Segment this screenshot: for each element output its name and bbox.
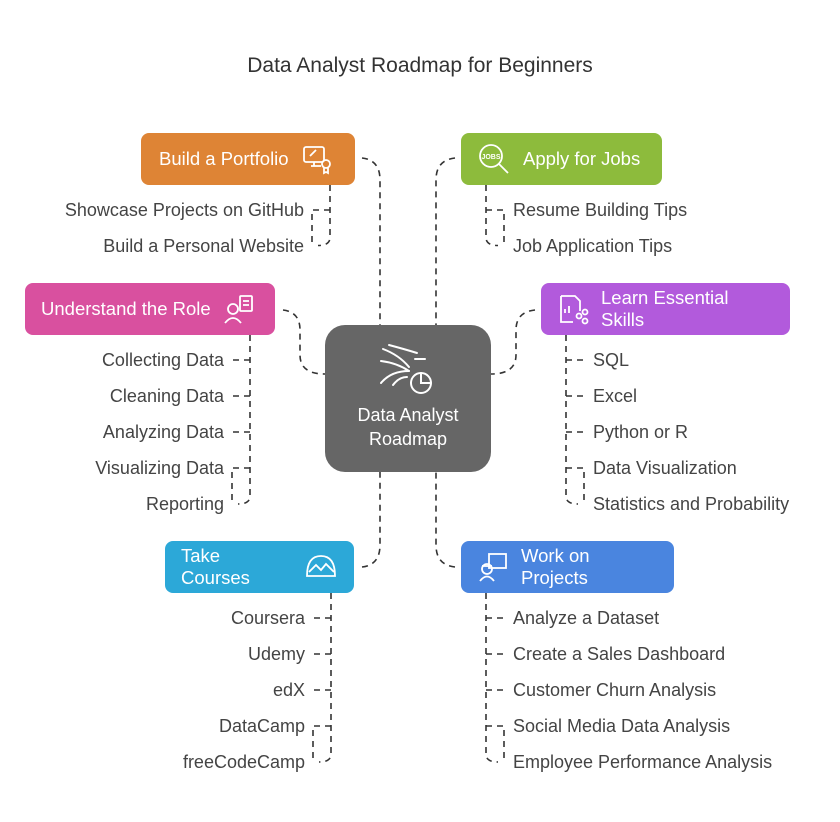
- sub-item-courses: Udemy: [247, 644, 305, 664]
- branch-take-courses: Take Courses: [165, 541, 354, 593]
- connector-projects: [435, 472, 456, 568]
- center-title-line2: Roadmap: [368, 429, 448, 449]
- branch-label: Take Courses: [181, 545, 250, 588]
- branch-label: Understand the Role: [41, 298, 211, 319]
- sub-item-skills: Data Visualization: [593, 458, 737, 478]
- svg-text:JOBS: JOBS: [481, 154, 500, 161]
- diagram-title: Data Analyst Roadmap for Beginners: [247, 54, 593, 77]
- center-title-line1: Data Analyst: [357, 405, 459, 425]
- sub-item-projects: Analyze a Dataset: [513, 608, 660, 628]
- sub-item-skills: Excel: [593, 386, 638, 406]
- sub-item-courses: edX: [272, 680, 305, 700]
- branch-label: Apply for Jobs: [523, 148, 641, 169]
- sub-connector-projects: [485, 593, 505, 763]
- center-node: Data Analyst Roadmap: [325, 325, 491, 472]
- certificate-monitor-icon: [302, 146, 331, 175]
- person-clipboard-icon: [224, 295, 253, 324]
- sub-item-role: Visualizing Data: [95, 458, 224, 478]
- worker-blueprint-icon: [479, 553, 507, 582]
- branch-build-portfolio: Build a Portfolio: [141, 133, 355, 185]
- sub-connector-jobs: [485, 185, 505, 247]
- branch-work-projects: Work on Projects: [461, 541, 674, 593]
- sub-connector-role: [231, 335, 251, 505]
- sub-item-role: Collecting Data: [101, 350, 224, 370]
- branch-apply-jobs: JOBS Apply for Jobs: [461, 133, 662, 185]
- sub-item-projects: Employee Performance Analysis: [513, 752, 773, 772]
- sub-connector-portfolio: [311, 185, 331, 247]
- jobs-search-icon: JOBS: [479, 144, 509, 174]
- data-flow-pie-icon: [380, 344, 432, 394]
- sub-connector-courses: [312, 593, 332, 763]
- branch-understand-role: Understand the Role: [25, 283, 275, 335]
- sub-item-portfolio: Build a Personal Website: [103, 235, 304, 256]
- sub-item-jobs: Job Application Tips: [513, 235, 673, 256]
- chart-document-network-icon: [560, 295, 589, 325]
- sub-item-projects: Create a Sales Dashboard: [513, 644, 726, 664]
- branch-label: Build a Portfolio: [159, 148, 289, 169]
- sub-item-projects: Customer Churn Analysis: [513, 680, 717, 700]
- connector-skills: [490, 309, 536, 375]
- sub-item-courses: freeCodeCamp: [182, 752, 305, 772]
- sub-item-skills: Python or R: [593, 422, 689, 442]
- sub-item-skills: Statistics and Probability: [593, 494, 790, 514]
- connector-jobs: [435, 157, 456, 325]
- sub-item-projects: Social Media Data Analysis: [513, 716, 731, 736]
- sub-item-skills: SQL: [593, 350, 630, 370]
- connector-courses: [361, 472, 381, 568]
- sub-item-role: Reporting: [145, 494, 224, 514]
- sub-item-role: Analyzing Data: [102, 422, 224, 442]
- branch-label: Learn Essential Skills: [601, 287, 729, 330]
- branch-learn-skills: Learn Essential Skills: [541, 283, 790, 335]
- branch-label: Work on Projects: [521, 545, 590, 588]
- sub-item-courses: Coursera: [230, 608, 305, 628]
- connector-portfolio: [361, 157, 381, 325]
- sub-item-portfolio: Showcase Projects on GitHub: [64, 200, 304, 220]
- mountains-icon: [306, 555, 336, 577]
- connector-role: [282, 309, 326, 375]
- sub-item-courses: DataCamp: [218, 716, 305, 736]
- sub-item-jobs: Resume Building Tips: [513, 200, 688, 220]
- sub-item-role: Cleaning Data: [109, 386, 224, 406]
- sub-connector-skills: [565, 335, 585, 505]
